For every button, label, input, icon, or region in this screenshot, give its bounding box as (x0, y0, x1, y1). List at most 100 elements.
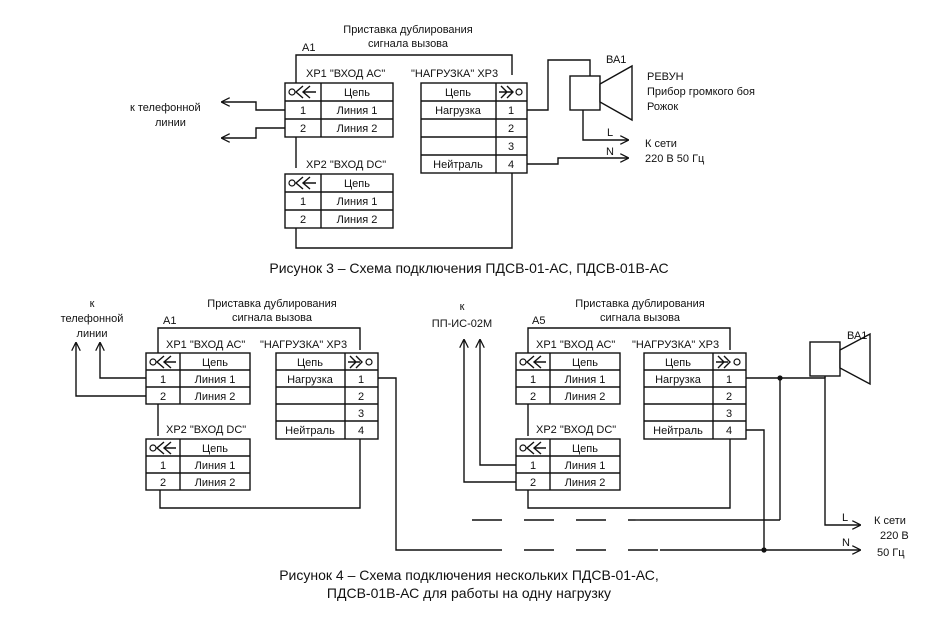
socket-icon (519, 355, 546, 369)
fig3-xp3-pin-1: 1 (508, 105, 514, 117)
fig4-l-out (780, 377, 860, 525)
fig4-left-xp2-name-2: Линия 2 (195, 477, 236, 489)
fig4-right-xp2-pin-2: 2 (530, 477, 536, 489)
fig3-n-label: N (606, 146, 614, 158)
fig3-xp2-header: Цепь (344, 178, 370, 190)
fig3-xp1-label: XP1 "ВХОД АС" (306, 68, 385, 80)
fig4-left-xp1-pin-2: 2 (160, 391, 166, 403)
fig4-right-neutral-wire (746, 429, 765, 550)
fig4-mains-label-2: 220 В (880, 530, 909, 542)
siren-icon (809, 332, 871, 386)
fig3-xp1-table: Цепь 1 Линия 1 2 Линия 2 (284, 82, 394, 138)
fig4-right-xp1-name-2: Линия 2 (565, 391, 606, 403)
fig4-phone-wire-1 (100, 343, 146, 379)
fig4-siren-ref: ВА1 (847, 330, 867, 342)
fig4-pp-k: к (460, 301, 465, 313)
fig3-bottom-loop (295, 173, 513, 249)
fig4-left-xp2-name-1: Линия 1 (195, 460, 236, 472)
fig3-caption: Рисунок 3 – Схема подключения ПДСВ-01-АС… (269, 260, 668, 276)
fig3-mains-label-2: 220 В 50 Гц (645, 153, 705, 165)
fig3-device-title-2: сигнала вызова (368, 38, 449, 50)
fig3-xp2-table: Цепь 1 Линия 1 2 Линия 2 (284, 173, 394, 229)
fig3-siren-name-2: Прибор громкого боя (647, 86, 755, 98)
fig4-left-xp1-table: Цепь 1 Линия 1 2 Линия 2 (145, 352, 251, 405)
fig4-left-xp1-name-1: Линия 1 (195, 374, 236, 386)
fig3-xp3-name-1: Нагрузка (435, 105, 482, 117)
fig3-phone-label-2: линии (155, 117, 186, 129)
fig4-left-title-1: Приставка дублирования (207, 298, 336, 310)
fig3-phone-wire-2 (222, 127, 285, 138)
fig4-right-xp1-name-1: Линия 1 (565, 374, 606, 386)
fig4-left-xp3-pin-4: 4 (358, 425, 364, 437)
socket-icon (149, 355, 176, 369)
fig3-siren-ref: ВА1 (606, 54, 626, 66)
fig4-left-xp2-label: XP2 "ВХОД DC" (166, 424, 246, 436)
fig4-left-xp3-name-4: Нейтраль (285, 425, 335, 437)
fig4-caption-1: Рисунок 4 – Схема подключения нескольких… (279, 567, 659, 583)
socket-icon (149, 441, 176, 455)
fig3-xp3-header: Цепь (445, 87, 471, 99)
fig4-pp-wire-1 (480, 340, 516, 466)
fig3-device-title-1: Приставка дублирования (343, 24, 472, 36)
fig3-xp2-name-2: Линия 2 (337, 214, 378, 226)
fig4-right-xp2-name-1: Линия 1 (565, 460, 606, 472)
fig3-phone-label-1: к телефонной (130, 102, 201, 114)
fig4-right-xp2-table: Цепь 1 Линия 1 2 Линия 2 (515, 438, 621, 491)
fig4-right-xp2-pin-1: 1 (530, 460, 536, 472)
fig4-right-xp3-table: Цепь Нагрузка 1 2 3 Нейтраль 4 (643, 352, 747, 440)
fig4-right-xp1-table: Цепь 1 Линия 1 2 Линия 2 (515, 352, 621, 405)
fig3-device-ref: А1 (302, 42, 315, 54)
fig4-phone-wire-2 (76, 343, 146, 397)
fig4-right-xp1-pin-1: 1 (530, 374, 536, 386)
fig4-left-xp2-table: Цепь 1 Линия 1 2 Линия 2 (145, 438, 251, 491)
fig3-l-label: L (607, 127, 613, 139)
fig4-right-bottom-loop (527, 439, 731, 509)
fig4-right-title-2: сигнала вызова (600, 312, 681, 324)
fig3-siren-name-1: РЕВУН (647, 71, 684, 83)
fig3-xp3-pin-3: 3 (508, 141, 514, 153)
fig3-xp3-name-4: Нейтраль (433, 159, 483, 171)
fig4-right-xp3-pin-4: 4 (726, 425, 732, 437)
fig3-siren-name-3: Рожок (647, 101, 678, 113)
fig3-xp1-name-1: Линия 1 (337, 105, 378, 117)
fig3-phone-wire-1 (222, 102, 285, 111)
fig3-xp3-pin-2: 2 (508, 123, 514, 135)
fig3-xp1-header: Цепь (344, 87, 370, 99)
fig4-left-bottom-loop (159, 439, 361, 509)
fig4-left-xp2-pin-2: 2 (160, 477, 166, 489)
fig4-mains-label-1: К сети (874, 515, 906, 527)
fig4-phone-label-2: линии (77, 328, 108, 340)
plug-icon (348, 355, 373, 369)
socket-icon (288, 176, 316, 190)
fig3-xp3-pin-4: 4 (508, 159, 514, 171)
fig4-left-xp1-name-2: Линия 2 (195, 391, 236, 403)
fig4-left-xp3-table: Цепь Нагрузка 1 2 3 Нейтраль 4 (275, 352, 379, 440)
fig4-phone-label-1: телефонной (61, 313, 124, 325)
fig4-l-label: L (842, 512, 848, 524)
fig4-right-xp3-name-1: Нагрузка (655, 374, 702, 386)
fig4-right-xp3-pin-1: 1 (726, 374, 732, 386)
fig4-left-load-wire (378, 377, 472, 551)
plug-icon (499, 85, 523, 99)
fig4-mains-label-3: 50 Гц (877, 547, 905, 559)
fig3-mains-label-1: К сети (645, 138, 677, 150)
fig4-left-xp2-pin-1: 1 (160, 460, 166, 472)
fig4-right-xp1-pin-2: 2 (530, 391, 536, 403)
fig4-phone-k: к (90, 298, 95, 310)
fig3-l-wire (582, 110, 628, 140)
fig4-right-xp3-header: Цепь (665, 357, 691, 369)
fig4-right-xp2-name-2: Линия 2 (565, 477, 606, 489)
fig4-left-xp1-header: Цепь (202, 357, 228, 369)
fig4-right-xp3-name-4: Нейтраль (653, 425, 703, 437)
fig4-right-title-1: Приставка дублирования (575, 298, 704, 310)
fig4-right-xp3-pin-3: 3 (726, 408, 732, 420)
fig3-xp1-name-2: Линия 2 (337, 123, 378, 135)
figure-3: Приставка дублирования сигнала вызова А1… (130, 24, 755, 276)
plug-icon (716, 355, 741, 369)
fig4-caption-2: ПДСВ-01В-АС для работы на одну нагрузку (327, 585, 611, 601)
fig3-xp2-label: XP2 "ВХОД DC" (306, 159, 386, 171)
fig4-left-xp3-pin-2: 2 (358, 391, 364, 403)
fig3-xp2-pin-1: 1 (300, 196, 306, 208)
